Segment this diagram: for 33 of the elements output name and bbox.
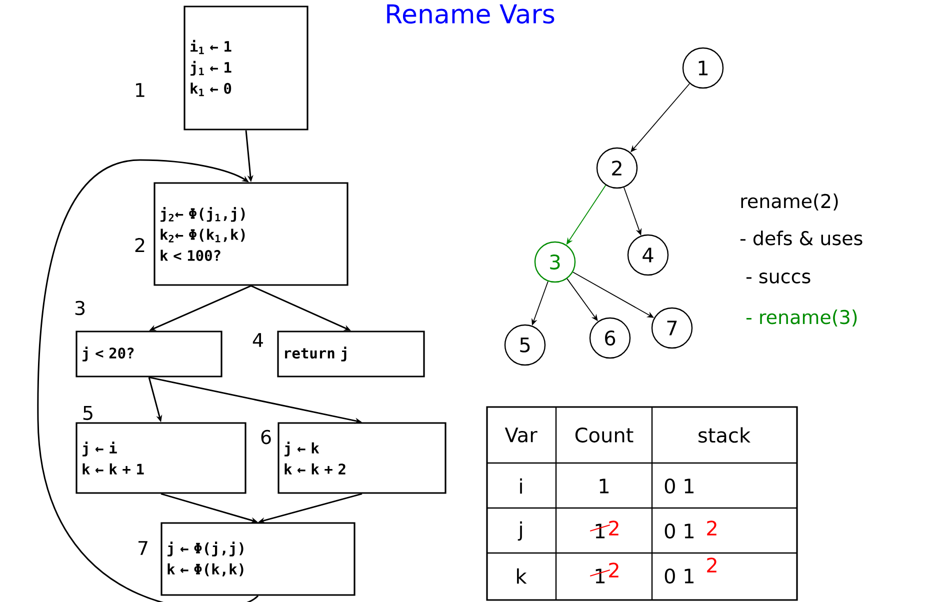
block-number: 4 [252,333,263,347]
table-text: j [518,521,522,541]
table-text: Var [504,428,538,442]
table-text: 0 1 [664,478,694,494]
table-text: stack [698,427,750,443]
code-box: i$_{1}$ ← 1 j$_{1}$ ← 1 k$_{1}$ ← 0 [184,6,308,130]
code-box: j ← k k ← k + 2 [278,422,446,494]
code-box: j < 20? [76,330,222,378]
table-text: 0 1 [664,523,694,539]
block-number: 1 [136,83,144,97]
table-text: 2 [609,520,618,536]
note-text: - rename(3) [746,310,857,326]
table-text: Count [575,427,634,443]
code-box: j ← Φ(j,j) k ← Φ(k,k) [160,522,356,596]
table-text: 2 [707,520,716,536]
block-number: 6 [261,430,271,444]
block-number: 5 [83,406,92,420]
block-number: 3 [75,300,85,316]
block-number: 7 [138,541,148,555]
code-box: j ← i k ← k + 1 [76,422,246,494]
code-box: j$_{2}$← Φ(j$_{1}$,j) k$_{2}$← Φ(k$_{1}$,k) k < 100? [154,182,348,286]
title: Rename Vars [387,4,554,24]
table-text: i [520,478,522,494]
table-text: 1 [600,478,609,494]
note-text: - succs [746,272,810,284]
table-text: k [517,568,527,584]
block-number: 2 [135,238,144,252]
note-text: - defs & uses [740,230,862,246]
note-text: rename(2) [741,194,838,210]
table-text: 2 [609,562,618,578]
table-text: 0 1 [664,568,694,584]
code-box: return j [277,330,425,378]
table-text: 2 [707,558,716,572]
